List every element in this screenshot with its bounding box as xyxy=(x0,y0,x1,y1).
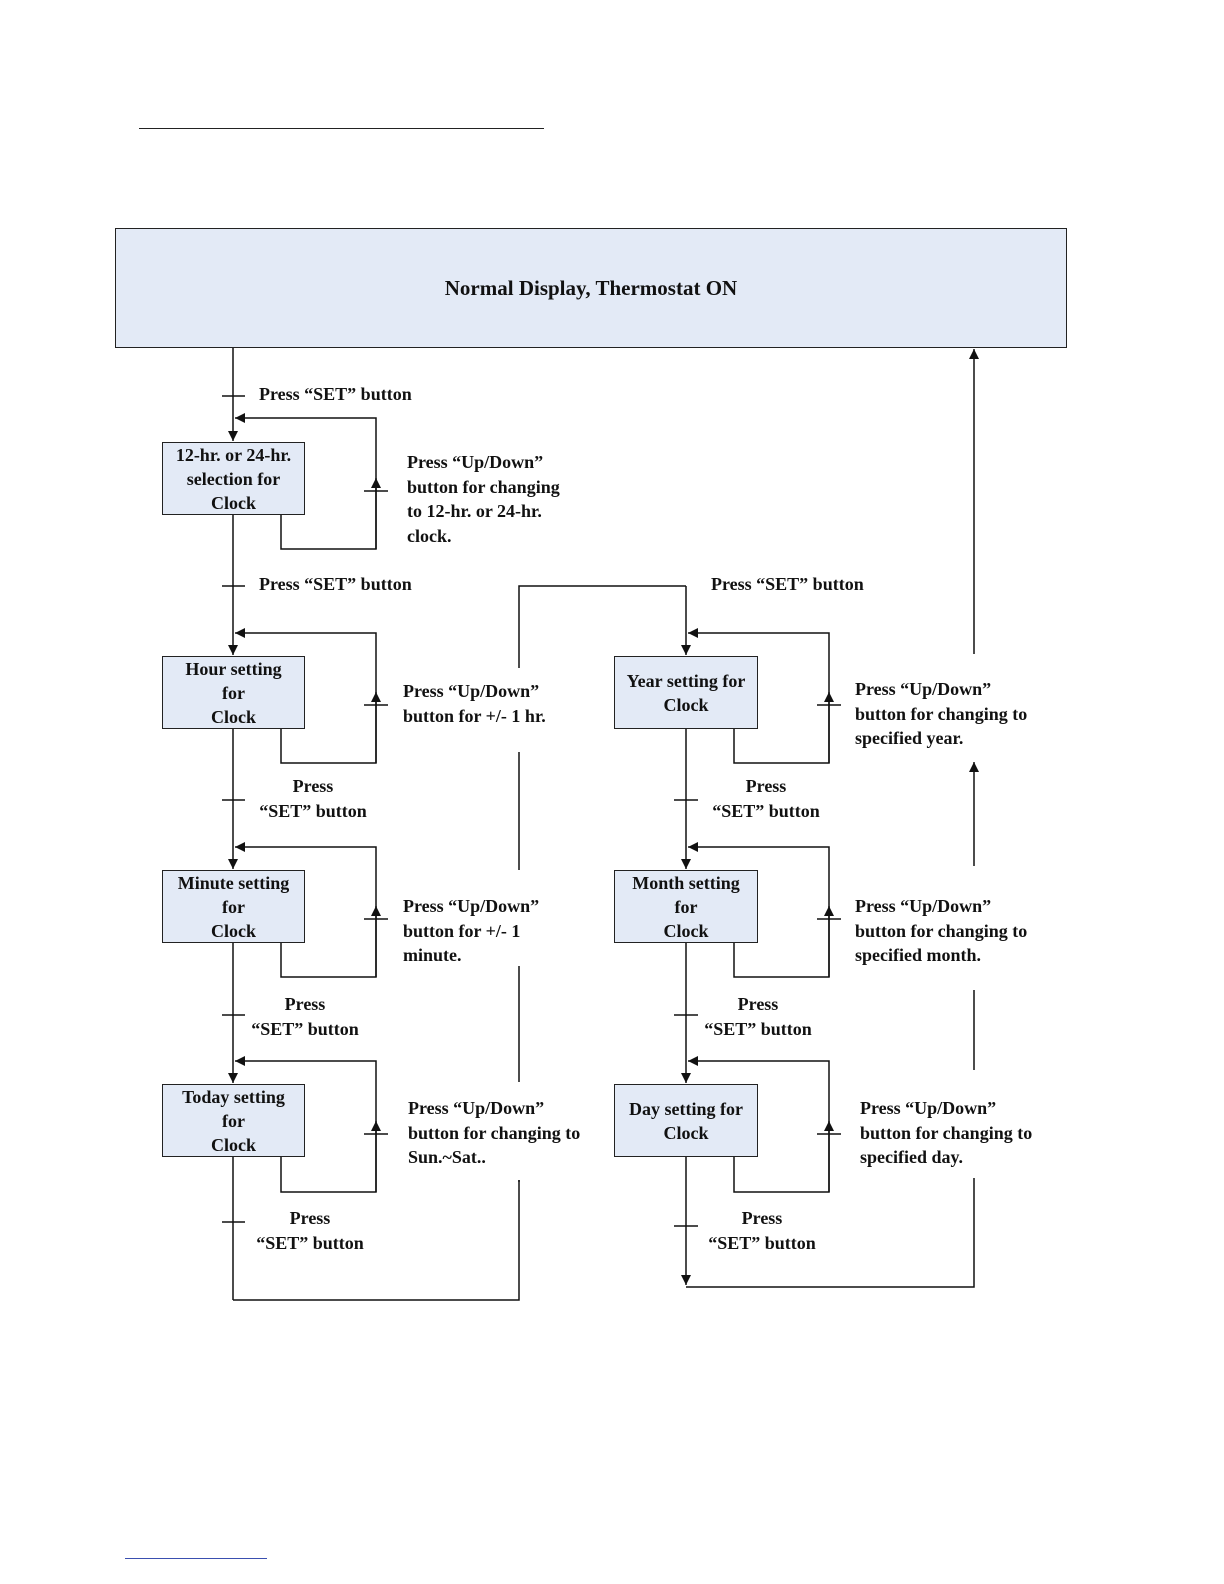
label-set-8: Press “SET” button xyxy=(708,1208,816,1253)
label-updown-format: Press “Up/Down” button for changing to 1… xyxy=(407,452,560,546)
label-set-7: Press “SET” button xyxy=(704,994,812,1039)
day-setting-box: Day setting for Clock xyxy=(614,1084,758,1157)
month-setting-text: Month setting for Clock xyxy=(632,872,740,941)
day-setting-text: Day setting for Clock xyxy=(629,1098,743,1143)
label-updown-hour: Press “Up/Down” button for +/- 1 hr. xyxy=(403,681,546,726)
label-updown-month: Press “Up/Down” button for changing to s… xyxy=(855,896,1028,965)
top-rule xyxy=(139,128,544,129)
label-updown-year: Press “Up/Down” button for changing to s… xyxy=(855,679,1028,748)
label-set-top-right: Press “SET” button xyxy=(711,574,864,594)
label-set-1: Press “SET” button xyxy=(259,384,412,404)
label-set-2: Press “SET” button xyxy=(259,574,412,594)
clock-format-box: 12-hr. or 24-hr. selection for Clock xyxy=(162,442,305,515)
label-set-3: Press “SET” button xyxy=(259,776,367,821)
normal-display-text: Normal Display, Thermostat ON xyxy=(444,276,738,300)
label-set-6: Press “SET” button xyxy=(712,776,820,821)
label-updown-minute: Press “Up/Down” button for +/- 1 minute. xyxy=(403,896,540,965)
flow-day-to-header xyxy=(686,1178,975,1288)
label-updown-day: Press “Up/Down” button for changing to s… xyxy=(860,1098,1033,1167)
flow-today-to-year xyxy=(233,1180,520,1301)
year-setting-box: Year setting for Clock xyxy=(614,656,758,729)
label-updown-today: Press “Up/Down” button for changing to S… xyxy=(408,1098,581,1167)
today-setting-box: Today setting for Clock xyxy=(162,1084,305,1157)
label-set-5: Press “SET” button xyxy=(256,1208,364,1253)
hour-setting-box: Hour setting for Clock xyxy=(162,656,305,729)
minute-setting-box: Minute setting for Clock xyxy=(162,870,305,943)
label-set-4: Press “SET” button xyxy=(251,994,359,1039)
year-setting-text: Year setting for Clock xyxy=(626,670,746,715)
month-setting-box: Month setting for Clock xyxy=(614,870,758,943)
today-setting-text: Today setting for Clock xyxy=(182,1086,285,1155)
footer-rule xyxy=(125,1558,267,1559)
clock-format-text: 12-hr. or 24-hr. selection for Clock xyxy=(175,444,292,513)
normal-display-box: Normal Display, Thermostat ON xyxy=(115,228,1067,348)
hour-setting-text: Hour setting for Clock xyxy=(185,658,282,727)
minute-setting-text: Minute setting for Clock xyxy=(177,872,290,941)
